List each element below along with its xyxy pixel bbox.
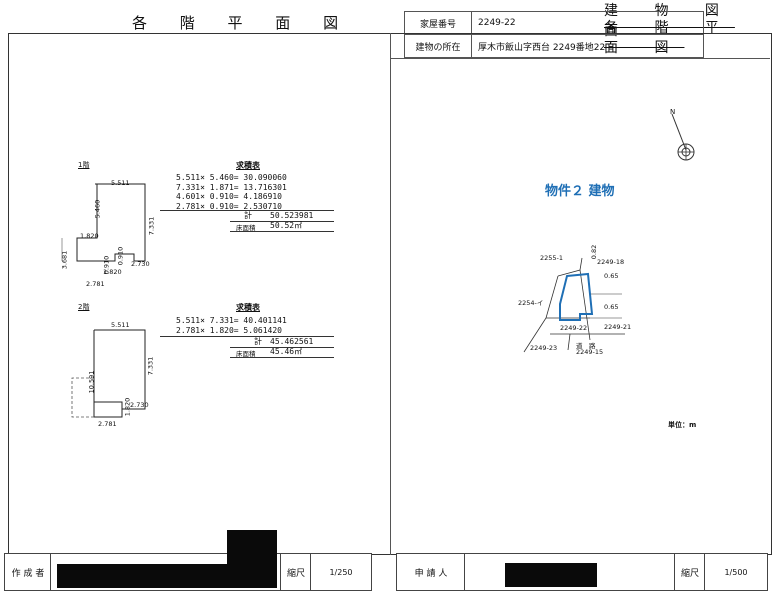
f2-calc-block: 5.511× 7.331= 40.401141 2.781× 1.820= 5.…	[176, 316, 336, 335]
lot-label: 2249-15	[576, 348, 604, 356]
location-value: 厚木市飯山字西台 2249番地22	[471, 34, 704, 58]
floor2-plan	[71, 329, 146, 418]
floor1-plan	[61, 183, 146, 262]
road-label: 道 路	[576, 342, 596, 350]
f1-calc-line: 7.331× 1.871= 13.716301	[176, 182, 287, 192]
unit-label: 単位：m	[668, 421, 697, 429]
f1-dim-small-left: 1.820	[80, 232, 99, 240]
creator-field	[50, 530, 282, 591]
f2-calc-rule	[160, 336, 334, 337]
compass-icon	[671, 113, 695, 161]
f1-calc-line: 4.601× 0.910= 4.186910	[176, 192, 282, 201]
scale-value-right: 1/500	[704, 553, 768, 591]
lot-label: 2249-18	[597, 258, 625, 266]
scale-label-right: 縮尺	[674, 553, 706, 591]
redaction-block	[57, 564, 227, 588]
lot-label: 2254-イ	[518, 299, 544, 307]
f1-dim-inner2: 0.910	[116, 246, 125, 266]
f1-calc-rule	[160, 210, 334, 211]
lot-label: 2255-1	[540, 254, 564, 262]
scale-value-left: 1/250	[310, 553, 372, 591]
f2-total-value: 45.462561	[270, 337, 314, 346]
right-header-rule	[390, 58, 770, 59]
f1-calc-block: 5.511× 5.460= 30.090060 7.331× 1.871= 13…	[176, 173, 336, 211]
f1-calc-line: 2.781× 0.910= 2.530710	[176, 201, 282, 211]
lot-label: 2249-21	[604, 323, 632, 331]
creator-label: 作 成 者	[4, 553, 52, 591]
f2-dim-top: 5.511	[111, 321, 130, 329]
lot-label: 2249-23	[530, 344, 558, 352]
f1-dim-right: 7.331	[147, 216, 156, 236]
f1-area-value: 50.52㎡	[270, 221, 303, 230]
f2-area-value: 45.46㎡	[270, 347, 303, 356]
f1-dim-far-left: 3.681	[60, 250, 69, 270]
f1-dim-top: 5.511	[111, 179, 130, 187]
compass-label: N	[670, 108, 676, 116]
f2-dim-bottom: 2.781	[98, 420, 117, 428]
site-dim: 0.65	[604, 303, 619, 311]
f2-area-rule	[230, 357, 334, 358]
f1-total-label: 計	[244, 211, 252, 220]
f1-total-rule	[230, 221, 334, 222]
f2-calc-title: 求積表	[236, 303, 260, 312]
f1-calc-line: 5.511× 5.460= 30.090060	[176, 173, 287, 182]
applicant-field	[464, 553, 676, 591]
redaction-block	[227, 530, 277, 588]
f2-total-label: 計	[254, 337, 262, 346]
f2-calc-line: 5.511× 7.331= 40.401141	[176, 316, 287, 325]
site-dim: 0.65	[604, 272, 619, 280]
house-number-label: 家屋番号	[404, 11, 472, 35]
site-dim: 0.82	[590, 244, 599, 260]
f2-total-rule	[230, 347, 334, 348]
f1-dim-inner4: 2.730	[131, 260, 150, 268]
header-info-table: 家屋番号 2249-22 建物の所在 厚木市飯山字西台 2249番地22	[404, 11, 704, 58]
lot-label: 2249-22	[560, 324, 588, 332]
site-map	[523, 257, 625, 353]
center-divider	[390, 33, 391, 555]
f1-dim-left: 5.460	[93, 199, 102, 219]
f2-dim-right: 7.331	[146, 356, 155, 376]
f1-area-label: 床面積	[236, 224, 256, 232]
f1-total-value: 50.523981	[270, 211, 314, 220]
f2-calc-line: 2.781× 1.820= 5.061420	[176, 325, 282, 335]
f1-area-rule	[230, 231, 334, 232]
f1-dim-bottom: 2.781	[86, 280, 105, 288]
scale-label-left: 縮尺	[280, 553, 312, 591]
f1-dim-inner3: 1.820	[103, 268, 122, 276]
f2-area-label: 床面積	[236, 350, 256, 358]
applicant-label: 申 請 人	[396, 553, 466, 591]
f1-calc-title: 求積表	[236, 161, 260, 170]
site-map-title: 物件２ 建物	[545, 184, 615, 199]
page-title-left: 各 階 平 面 図	[132, 14, 353, 32]
floor1-label: 1階	[78, 161, 90, 169]
f2-dim-left: 10.591	[87, 370, 96, 394]
floor2-label: 2階	[78, 303, 90, 311]
f2-dim-inner2: 2.730	[130, 401, 149, 409]
house-number-value: 2249-22	[471, 11, 704, 35]
redaction-block	[505, 563, 597, 587]
